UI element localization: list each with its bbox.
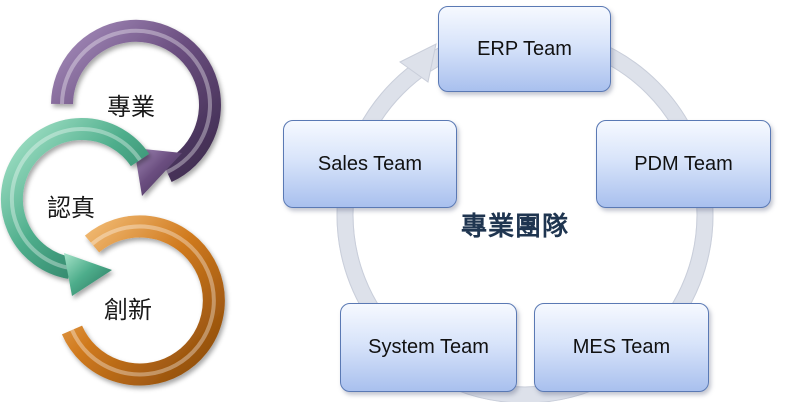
team-box-sales: Sales Team <box>283 120 457 208</box>
loop-arrow-purple <box>51 19 221 196</box>
team-label-mes: MES Team <box>572 336 671 358</box>
loop-label-diligent: 認真 <box>47 194 95 222</box>
team-box-erp: ERP Team <box>438 6 611 92</box>
team-label-pdm: PDM Team <box>634 152 733 175</box>
team-label-system: System Team <box>368 336 489 358</box>
team-box-mes: MES Team <box>534 303 709 392</box>
cycle-title: 專業團隊 <box>460 212 569 242</box>
loop-arrow-green <box>0 118 150 296</box>
team-box-pdm: PDM Team <box>596 120 771 208</box>
loop-label-professional: 專業 <box>107 93 155 121</box>
team-box-system: System Team <box>340 303 517 392</box>
cycle-arrowhead <box>399 43 437 83</box>
team-label-sales: Sales Team <box>317 152 423 175</box>
loop-arrow-orange <box>61 215 225 386</box>
loop-label-innovation: 創新 <box>104 296 152 324</box>
team-label-erp: ERP Team <box>477 37 572 60</box>
